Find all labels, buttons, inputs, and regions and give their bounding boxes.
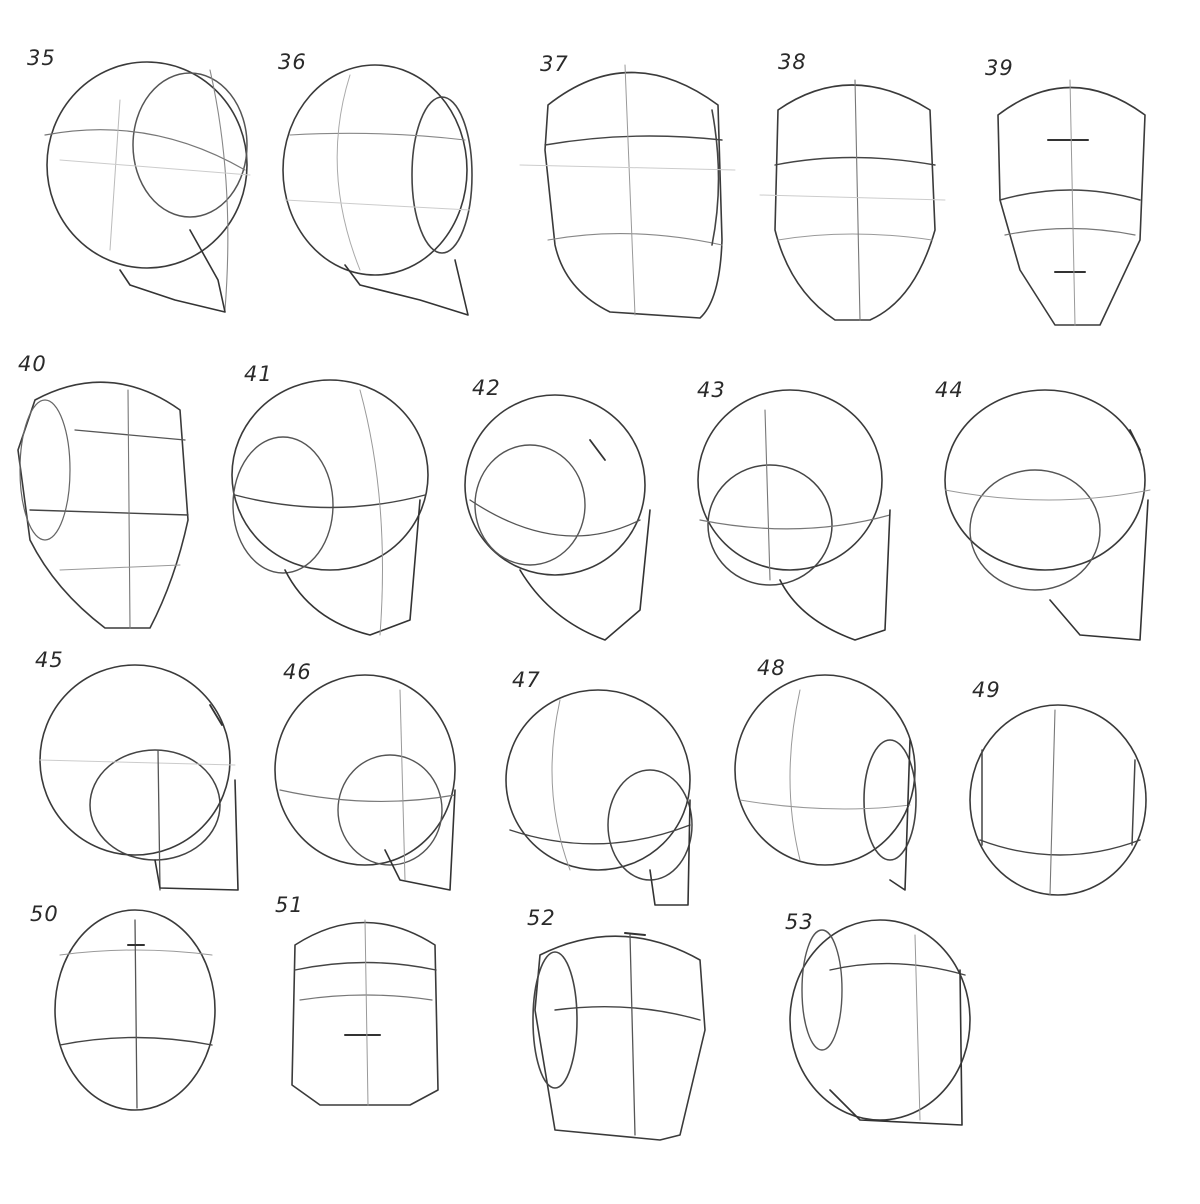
head-sketch-44 <box>944 389 1151 641</box>
head-sketch-52 <box>532 932 706 1141</box>
head-sketch-37 <box>519 64 736 319</box>
head-sketch-43 <box>697 389 891 641</box>
sketch-number: 50 <box>30 902 59 926</box>
sketch-number: 46 <box>283 660 312 684</box>
sketch-number: 42 <box>472 376 501 400</box>
head-sketch-38 <box>759 79 946 321</box>
sketch-number: 52 <box>527 906 556 930</box>
sketch-number: 36 <box>278 50 307 74</box>
head-sketch-47 <box>505 689 693 906</box>
head-sketch-36 <box>282 64 473 316</box>
head-sketch-49 <box>969 704 1147 896</box>
head-sketch-35 <box>44 61 251 313</box>
sketch-number: 49 <box>972 678 1001 702</box>
sketch-number: 51 <box>275 893 304 917</box>
sketch-number: 37 <box>540 52 569 76</box>
head-sketch-41 <box>231 379 429 636</box>
head-sketch-50 <box>54 909 216 1111</box>
sketch-number: 39 <box>985 56 1014 80</box>
sketch-number: 44 <box>935 378 964 402</box>
sketch-number: 53 <box>785 910 814 934</box>
sketch-number: 38 <box>778 50 807 74</box>
sketch-number: 35 <box>27 46 56 70</box>
head-sketch-45 <box>39 664 239 891</box>
head-sketch-51 <box>291 919 439 1106</box>
head-sketch-46 <box>274 674 456 891</box>
head-sketch-48 <box>734 674 917 891</box>
head-sketch-42 <box>464 394 651 641</box>
sketch-number: 41 <box>244 362 273 386</box>
sketch-number: 47 <box>512 668 541 692</box>
head-sketch-39 <box>997 79 1146 326</box>
sketch-number: 40 <box>18 352 47 376</box>
head-sketch-53 <box>789 919 971 1126</box>
sketch-number: 45 <box>35 648 64 672</box>
sketch-number: 48 <box>757 656 786 680</box>
sketch-number: 43 <box>697 378 726 402</box>
head-sketch-40 <box>17 381 189 629</box>
